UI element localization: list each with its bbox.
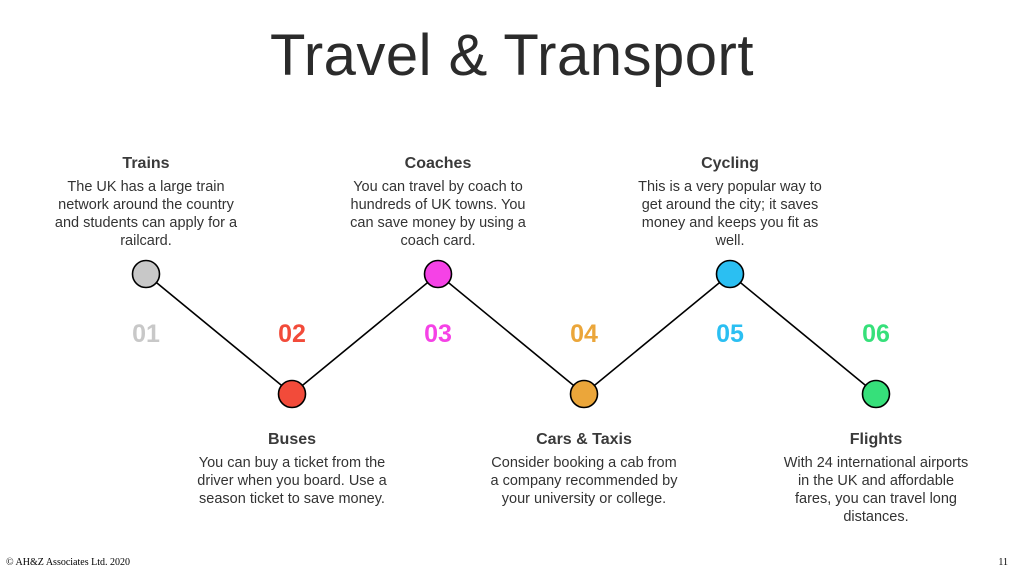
step-1-number: 01	[132, 320, 160, 348]
step-6-card: Flights With 24 international airports i…	[781, 431, 971, 526]
step-3-card: Coaches You can travel by coach to hundr…	[343, 155, 533, 250]
step-6-number: 06	[862, 320, 890, 348]
copyright-notice: © AH&Z Associates Ltd. 2020	[6, 557, 130, 568]
step-4-description: Consider booking a cab from a company re…	[490, 455, 678, 507]
step-5-description: This is a very popular way to get around…	[638, 179, 822, 249]
step-3-description: You can travel by coach to hundreds of U…	[350, 179, 526, 249]
step-1-node	[131, 259, 161, 289]
timeline-zigzag-line	[145, 272, 877, 396]
step-5-number: 05	[716, 320, 744, 348]
step-3-heading: Coaches	[404, 155, 472, 172]
step-4-card: Cars & Taxis Consider booking a cab from…	[489, 431, 679, 508]
step-5-node	[715, 259, 745, 289]
step-6-node	[861, 379, 891, 409]
step-3-node	[423, 259, 453, 289]
step-6-heading: Flights	[849, 431, 903, 448]
step-6-description: With 24 international airports in the UK…	[783, 455, 969, 525]
step-2-card: Buses You can buy a ticket from the driv…	[197, 431, 387, 508]
step-2-description: You can buy a ticket from the driver whe…	[197, 455, 387, 507]
step-4-heading: Cars & Taxis	[536, 431, 632, 448]
step-1-card: Trains The UK has a large train network …	[51, 155, 241, 250]
step-5-heading: Cycling	[701, 155, 759, 172]
step-5-card: Cycling This is a very popular way to ge…	[635, 155, 825, 250]
step-3-number: 03	[424, 320, 452, 348]
step-2-number: 02	[278, 320, 306, 348]
step-1-description: The UK has a large train network around …	[54, 179, 238, 249]
step-4-node	[569, 379, 599, 409]
page-number: 11	[998, 557, 1008, 568]
step-1-heading: Trains	[122, 155, 170, 172]
step-2-node	[277, 379, 307, 409]
slide-title: Travel & Transport	[270, 23, 754, 88]
step-2-heading: Buses	[267, 431, 317, 448]
step-4-number: 04	[570, 320, 598, 348]
